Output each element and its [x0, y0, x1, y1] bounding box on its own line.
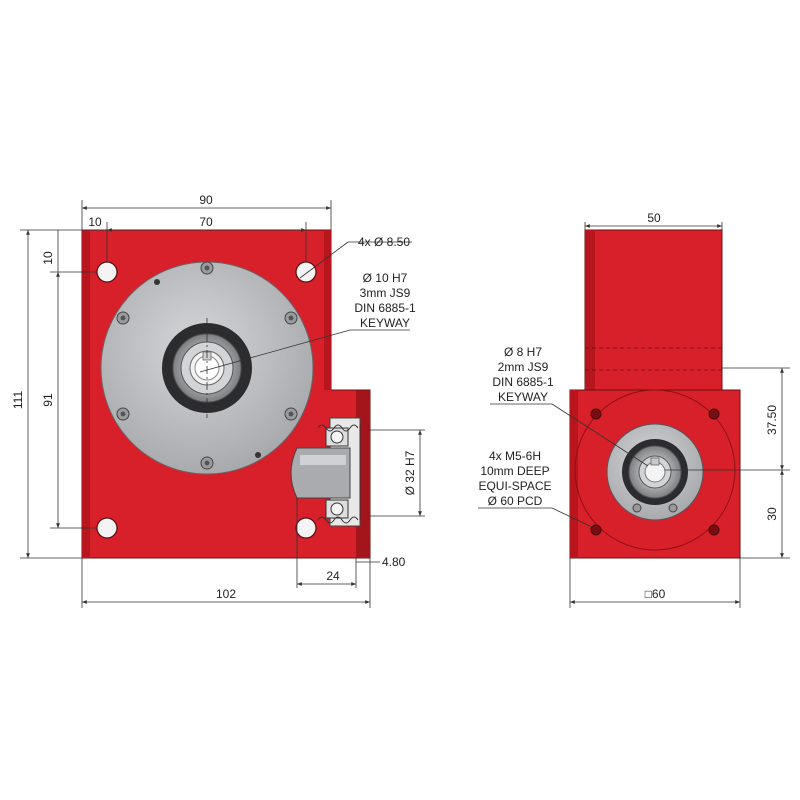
dim-24-label: 24	[326, 569, 340, 583]
dim-30-label: 30	[765, 507, 779, 521]
flange-small-hole	[255, 452, 261, 458]
side-shaft-section	[290, 417, 361, 527]
leader-tapped	[551, 507, 595, 529]
break-line	[317, 516, 359, 524]
side-keyway-note-1: Ø 8 H7	[504, 345, 542, 359]
side-upper-housing	[584, 229, 723, 391]
ball	[330, 430, 344, 444]
side-lower-shade	[570, 390, 578, 558]
flange-screw	[632, 503, 642, 513]
holes-note: 4x Ø 8.50	[358, 235, 410, 249]
tapped-note-1: 4x M5-6H	[489, 449, 541, 463]
dim-10-left-label: 10	[41, 251, 55, 265]
keyway-note-3: DIN 6885-1	[354, 301, 416, 315]
side-dimensions	[478, 222, 790, 608]
side-upper-shade	[585, 230, 595, 390]
front-view: 90 10 70 10 111 91 102 24 4.80 Ø 32 H7 4…	[11, 193, 425, 608]
ball	[330, 502, 344, 516]
keyway-note-1: Ø 10 H7	[363, 271, 408, 285]
tapped-hole	[708, 524, 720, 536]
side-keyway-note-4: KEYWAY	[498, 390, 548, 404]
tapped-note-4: Ø 60 PCD	[488, 494, 543, 508]
flange-bolt	[120, 315, 126, 321]
flange-bolt	[120, 411, 126, 417]
tapped-hole	[590, 524, 602, 536]
break-line	[317, 424, 359, 432]
leader-keyway	[199, 329, 351, 373]
leader-holes	[299, 241, 349, 279]
flange-small-hole	[154, 279, 160, 285]
dim-91-label: 91	[41, 393, 55, 407]
dim-32-label: Ø 32 H7	[403, 450, 417, 495]
housing-side-shade	[82, 230, 90, 558]
keyway-note-4: KEYWAY	[360, 316, 410, 330]
dim-480-label: 4.80	[382, 555, 406, 569]
leader-side-keyway	[551, 403, 649, 467]
side-keyway-note-2: 2mm JS9	[498, 360, 549, 374]
tapped-hole	[590, 408, 602, 420]
flange-screw	[668, 503, 678, 513]
flange-bolt	[204, 460, 210, 466]
mounting-hole	[96, 517, 118, 539]
front-dimensions	[20, 200, 425, 608]
flange-bolt	[288, 411, 294, 417]
mounting-hole	[96, 261, 118, 283]
side-keyway-note-3: DIN 6885-1	[492, 375, 554, 389]
dim-111-label: 111	[11, 391, 25, 410]
dim-102-label: 102	[216, 587, 236, 601]
dim-10-top-label: 10	[88, 215, 102, 229]
side-keyway	[650, 457, 660, 466]
tapped-hole	[708, 408, 720, 420]
side-view: 50 37.50 30 □60 Ø 8 H7 2mm JS9 DIN 6885-…	[478, 211, 790, 608]
mounting-hole	[295, 517, 317, 539]
dim-50-label: 50	[647, 211, 661, 225]
housing-right-shade	[324, 230, 331, 390]
flange-bolt	[288, 315, 294, 321]
flange-bolt	[204, 265, 210, 271]
keyway-note-2: 3mm JS9	[360, 286, 411, 300]
dim-60-label: □60	[645, 587, 666, 601]
tapped-note-3: EQUI-SPACE	[478, 479, 551, 493]
shaft-highlight	[300, 455, 346, 465]
dim-90-label: 90	[199, 193, 213, 207]
dim-70-label: 70	[199, 215, 213, 229]
dim-3750-label: 37.50	[765, 405, 779, 435]
mounting-hole	[295, 261, 317, 283]
tapped-note-2: 10mm DEEP	[480, 464, 549, 478]
